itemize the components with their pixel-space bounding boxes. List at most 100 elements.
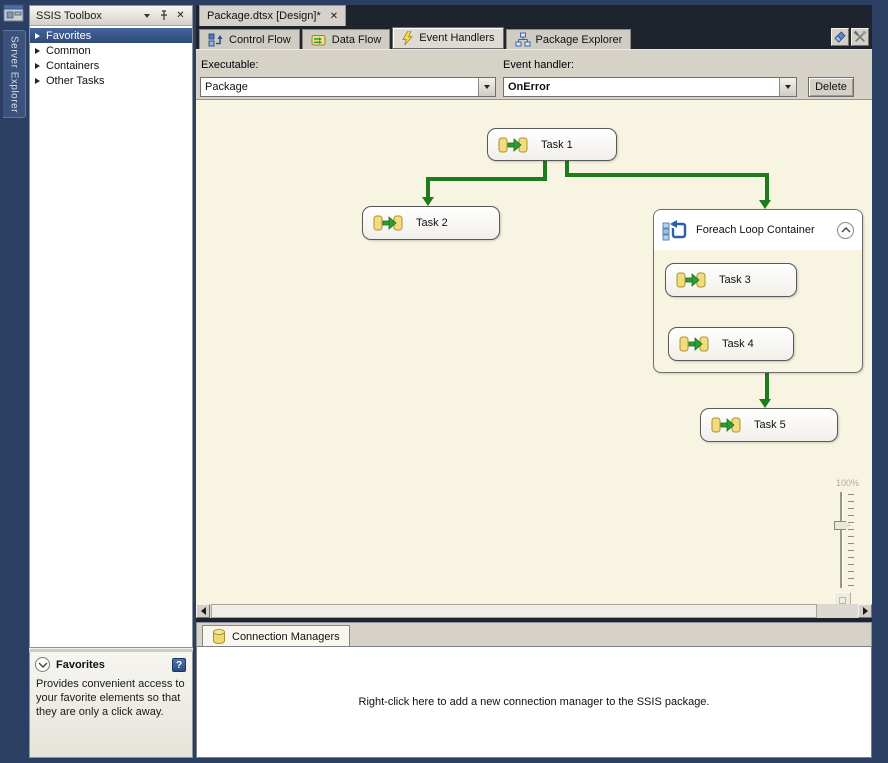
connector-segment	[426, 177, 430, 199]
collapse-section-button[interactable]	[35, 657, 50, 672]
server-explorer-icon	[3, 4, 24, 22]
task-label: Task 1	[541, 138, 573, 151]
collapsed-arrow-icon	[35, 47, 40, 54]
connector-segment	[543, 161, 547, 179]
ssis-toolbox-panel: SSIS Toolbox ✕ Favorites Common Containe…	[29, 5, 193, 648]
task-label: Task 3	[719, 274, 751, 286]
server-explorer-tab[interactable]: Server Explorer	[3, 30, 26, 118]
eraser-icon	[834, 31, 846, 43]
task-label: Task 4	[722, 338, 754, 350]
scroll-right-button[interactable]	[858, 604, 872, 618]
help-button[interactable]: ?	[172, 657, 186, 672]
task1-box[interactable]: Task 1	[487, 128, 617, 161]
task-label: Task 2	[416, 217, 448, 229]
favorites-info-panel: Favorites ? Provides convenient access t…	[29, 652, 193, 758]
task2-box[interactable]: Task 2	[362, 206, 500, 240]
scroll-left-button[interactable]	[196, 604, 210, 618]
task5-box[interactable]: Task 5	[700, 408, 838, 442]
chevron-down-icon	[484, 85, 490, 89]
tab-event-handlers[interactable]: Event Handlers	[392, 27, 504, 49]
task3-box[interactable]: Task 3	[665, 263, 797, 297]
arrow-left-icon	[200, 607, 206, 615]
close-document-icon[interactable]: ✕	[329, 10, 339, 22]
data-flow-icon	[311, 34, 326, 45]
crossed-tools-icon	[853, 30, 866, 42]
task-label: Task 5	[754, 419, 786, 431]
toolbox-splitter[interactable]	[29, 648, 193, 652]
tab-package-explorer[interactable]: Package Explorer	[505, 29, 632, 49]
horizontal-scrollbar[interactable]	[196, 604, 872, 618]
task-icon	[373, 215, 403, 231]
tab-label: Control Flow	[229, 33, 291, 46]
zoom-slider-thumb[interactable]	[834, 521, 850, 530]
toolbox-item-containers[interactable]: Containers	[30, 58, 192, 73]
chevron-up-icon	[841, 227, 850, 233]
dropdown-button[interactable]	[779, 78, 796, 96]
collapsed-arrow-icon	[35, 62, 40, 69]
task4-box[interactable]: Task 4	[668, 327, 794, 361]
close-toolbox-button[interactable]: ✕	[173, 9, 188, 23]
chevron-down-icon	[38, 662, 47, 668]
tools-button[interactable]	[851, 28, 869, 46]
foreach-loop-label: Foreach Loop Container	[696, 224, 815, 236]
design-surface[interactable]: Foreach Loop Container Task 1	[196, 99, 872, 604]
toolbox-item-label: Favorites	[46, 29, 92, 42]
favorites-info-description: Provides convenient access to your favor…	[36, 678, 185, 718]
collapsed-arrow-icon	[35, 77, 40, 84]
ssis-toolbox-title: SSIS Toolbox	[36, 9, 102, 22]
connector-arrow-icon	[759, 399, 771, 408]
collapsed-arrow-icon	[35, 32, 40, 39]
scrollbar-thumb[interactable]	[211, 604, 817, 618]
connector-arrow-icon	[759, 200, 771, 209]
toolbox-item-other-tasks[interactable]: Other Tasks	[30, 73, 192, 88]
event-handlers-icon	[402, 30, 414, 45]
delete-button[interactable]: Delete	[808, 77, 854, 97]
connector-segment	[426, 177, 547, 181]
eraser-button[interactable]	[831, 28, 849, 46]
tab-label: Data Flow	[331, 33, 382, 46]
control-flow-icon	[208, 33, 223, 46]
fit-page-icon	[839, 597, 846, 604]
database-cylinder-icon	[213, 629, 225, 644]
foreach-loop-header: Foreach Loop Container	[654, 210, 862, 250]
connection-managers-panel[interactable]: Right-click here to add a new connection…	[196, 646, 872, 758]
left-dock-strip: Server Explorer	[0, 0, 28, 763]
dropdown-button[interactable]	[478, 78, 495, 96]
chevron-down-icon	[143, 13, 150, 18]
pin-icon	[160, 10, 167, 20]
event-handler-value: OnError	[508, 81, 551, 93]
document-tab-package-dtsx[interactable]: Package.dtsx [Design]* ✕	[199, 5, 347, 26]
event-handler-dropdown[interactable]: OnError	[503, 77, 797, 97]
zoom-level-label: 100%	[836, 478, 860, 488]
collapse-container-button[interactable]	[837, 221, 854, 239]
task-icon	[679, 336, 709, 352]
ssis-toolbox-list: Favorites Common Containers Other Tasks	[30, 26, 192, 88]
server-explorer-tab-label: Server Explorer	[8, 35, 20, 113]
connection-managers-tab-label: Connection Managers	[232, 630, 340, 643]
executable-label: Executable:	[201, 59, 259, 71]
window-position-button[interactable]	[139, 9, 154, 23]
zoom-slider-track[interactable]	[840, 492, 842, 588]
connection-managers-tab[interactable]: Connection Managers	[202, 625, 350, 647]
event-handler-toolbar: Executable: Event handler: Package OnErr…	[196, 49, 872, 99]
task-icon	[711, 417, 741, 433]
zoom-control: 100%	[832, 478, 866, 604]
zoom-fit-button[interactable]	[834, 592, 851, 604]
toolbox-item-common[interactable]: Common	[30, 43, 192, 58]
tab-control-flow[interactable]: Control Flow	[199, 29, 300, 49]
package-explorer-icon	[515, 32, 530, 46]
executable-dropdown[interactable]: Package	[200, 77, 496, 97]
toolbox-item-favorites[interactable]: Favorites	[30, 28, 192, 43]
foreach-loop-icon	[662, 220, 687, 241]
connection-managers-empty-text: Right-click here to add a new connection…	[358, 696, 710, 708]
connector-segment	[565, 173, 769, 177]
connector-segment	[565, 161, 569, 177]
chevron-down-icon	[785, 85, 791, 89]
tab-data-flow[interactable]: Data Flow	[301, 29, 391, 49]
document-tab-title: Package.dtsx [Design]*	[207, 10, 321, 22]
task-icon	[676, 272, 706, 288]
toolbox-item-label: Common	[46, 44, 91, 57]
auto-hide-pin-button[interactable]	[156, 9, 171, 23]
document-area: Package.dtsx [Design]* ✕ Control Flow	[196, 5, 872, 758]
